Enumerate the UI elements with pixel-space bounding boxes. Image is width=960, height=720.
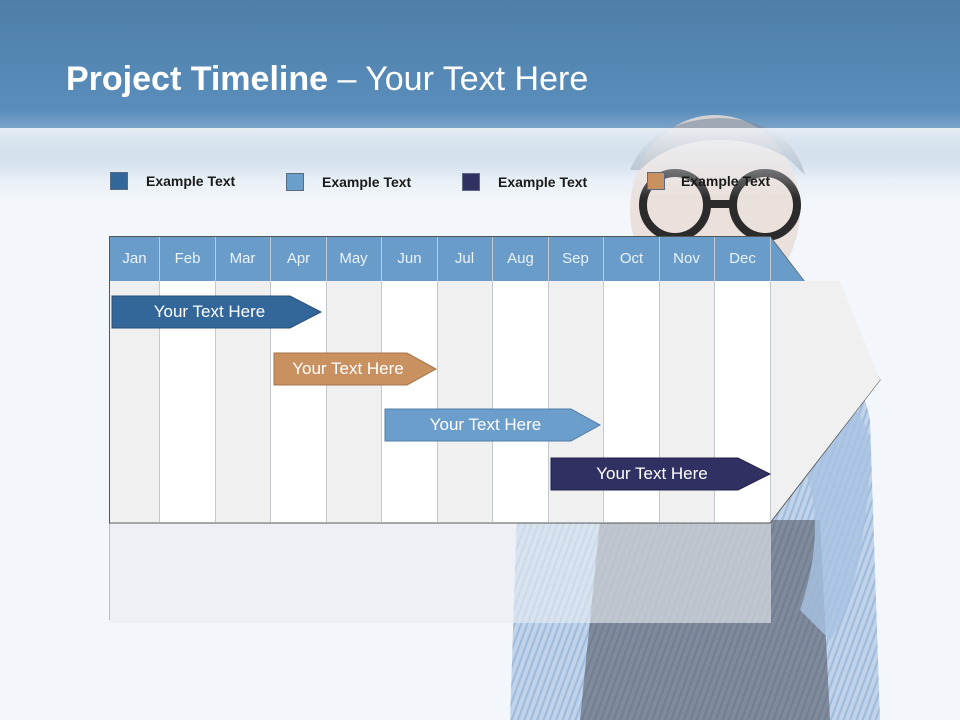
legend-swatch bbox=[647, 172, 665, 190]
month-label-mar: Mar bbox=[229, 250, 256, 267]
legend-label: Example Text bbox=[146, 173, 236, 189]
legend-label: Example Text bbox=[498, 174, 588, 190]
task-label-1[interactable]: Your Text Here bbox=[153, 302, 266, 321]
month-label-dec: Dec bbox=[729, 250, 756, 267]
month-label-aug: Aug bbox=[507, 250, 534, 267]
month-label-jul: Jul bbox=[454, 250, 475, 267]
month-label-may: May bbox=[339, 250, 368, 267]
month-label-sep: Sep bbox=[562, 250, 589, 267]
month-label-jun: Jun bbox=[397, 250, 422, 267]
page-title: Project Timeline – Your Text Here bbox=[66, 60, 588, 99]
legend-item-4: Example Text bbox=[647, 170, 770, 192]
title-rest: – Your Text Here bbox=[328, 60, 589, 98]
legend-label: Example Text bbox=[322, 174, 412, 190]
month-label-feb: Feb bbox=[174, 250, 201, 267]
legend-item-1: Example Text bbox=[110, 170, 235, 192]
task-label-4[interactable]: Your Text Here bbox=[596, 464, 708, 483]
legend-item-2: Example Text bbox=[286, 171, 411, 193]
month-label-apr: Apr bbox=[286, 250, 311, 267]
title-bold: Project Timeline bbox=[66, 60, 329, 98]
month-label-nov: Nov bbox=[673, 250, 700, 267]
task-label-3[interactable]: Your Text Here bbox=[429, 415, 542, 434]
legend-label: Example Text bbox=[681, 173, 771, 189]
legend-item-3: Example Text bbox=[462, 171, 587, 193]
legend-swatch bbox=[110, 172, 128, 190]
month-label-oct: Oct bbox=[619, 250, 644, 267]
legend-swatch bbox=[462, 173, 480, 191]
legend-swatch bbox=[286, 173, 304, 191]
month-label-jan: Jan bbox=[122, 250, 147, 267]
task-label-2[interactable]: Your Text Here bbox=[292, 359, 404, 378]
